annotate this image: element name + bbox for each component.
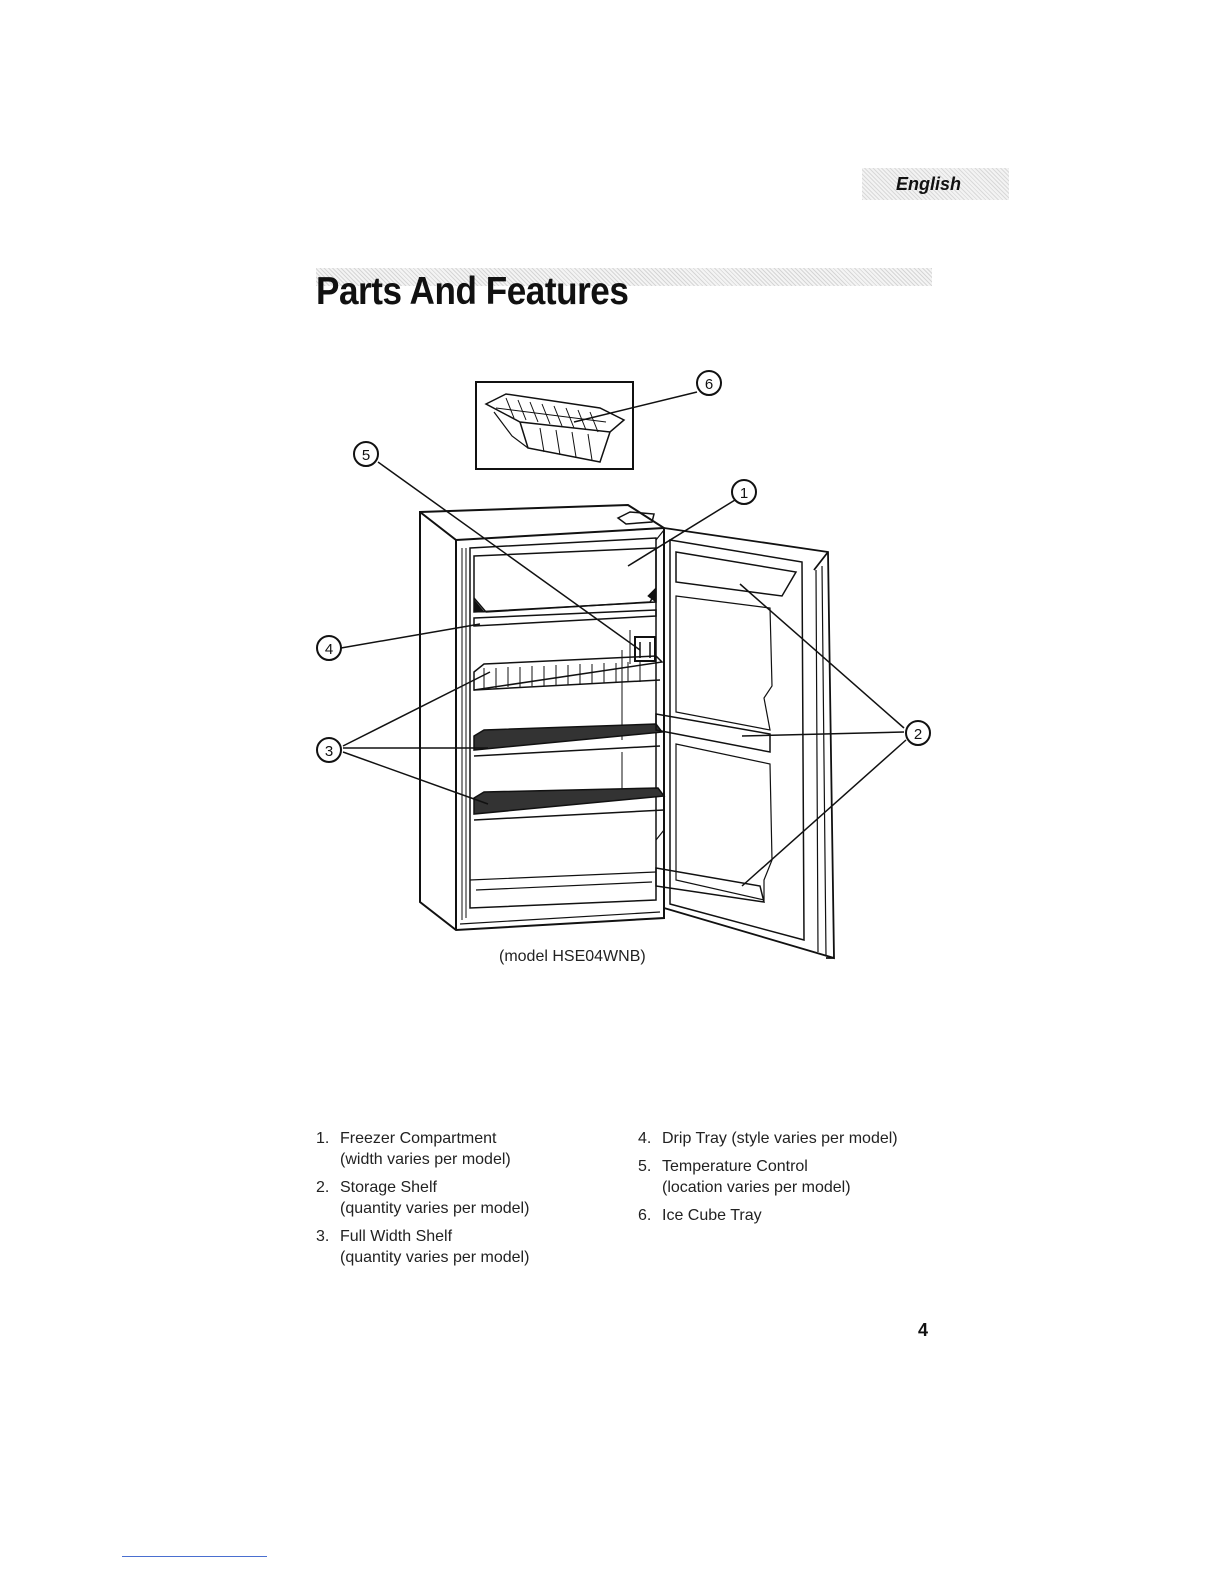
item-note: (location varies per model) bbox=[662, 1179, 851, 1196]
item-label: Storage Shelf bbox=[340, 1179, 437, 1196]
item-note: (width varies per model) bbox=[340, 1151, 511, 1168]
list-item: 2. Storage Shelf (quantity varies per mo… bbox=[316, 1177, 616, 1219]
page-number: 4 bbox=[918, 1320, 929, 1340]
language-tab: English bbox=[862, 168, 1009, 200]
list-item: 3. Full Width Shelf (quantity varies per… bbox=[316, 1226, 616, 1268]
callout-5: 5 bbox=[353, 441, 379, 467]
list-item: 5. Temperature Control (location varies … bbox=[638, 1156, 938, 1198]
parts-list-left: 1. Freezer Compartment (width varies per… bbox=[316, 1128, 616, 1275]
bottom-rule bbox=[122, 1556, 267, 1557]
item-note: (quantity varies per model) bbox=[340, 1249, 530, 1266]
door bbox=[655, 527, 835, 960]
title-band bbox=[316, 268, 932, 286]
item-label: Ice Cube Tray bbox=[662, 1207, 762, 1224]
figure-caption: (model HSE04WNB) bbox=[499, 948, 646, 965]
page-title: Parts And Features bbox=[316, 270, 629, 313]
callout-2-label: 2 bbox=[914, 726, 922, 743]
callout-2: 2 bbox=[905, 720, 931, 746]
item-number: 6. bbox=[638, 1207, 652, 1224]
item-number: 3. bbox=[316, 1228, 330, 1245]
list-item: 4. Drip Tray (style varies per model) bbox=[638, 1128, 938, 1149]
item-label: Full Width Shelf bbox=[340, 1228, 453, 1245]
list-item: 1. Freezer Compartment (width varies per… bbox=[316, 1128, 616, 1170]
cabinet bbox=[419, 503, 665, 932]
language-tab-label: English bbox=[895, 174, 961, 194]
callout-5-label: 5 bbox=[362, 447, 370, 464]
list-item: 6. Ice Cube Tray bbox=[638, 1205, 938, 1226]
callout-1: 1 bbox=[731, 479, 757, 505]
callout-6: 6 bbox=[696, 370, 722, 396]
item-number: 2. bbox=[316, 1179, 330, 1196]
callout-6-label: 6 bbox=[705, 376, 713, 393]
ice-cube-tray-inset bbox=[475, 381, 634, 470]
callout-3: 3 bbox=[316, 737, 342, 763]
callout-3-label: 3 bbox=[325, 743, 333, 760]
callout-4: 4 bbox=[316, 635, 342, 661]
item-number: 5. bbox=[638, 1158, 652, 1175]
item-label: Drip Tray (style varies per model) bbox=[662, 1130, 898, 1147]
parts-list-right: 4. Drip Tray (style varies per model) 5.… bbox=[638, 1128, 938, 1233]
refrigerator-diagram: 6 5 1 4 3 2 bbox=[316, 370, 931, 960]
item-label: Freezer Compartment bbox=[340, 1130, 497, 1147]
item-label: Temperature Control bbox=[662, 1158, 808, 1175]
item-number: 1. bbox=[316, 1130, 330, 1147]
wire-shelves bbox=[473, 655, 666, 821]
callout-4-label: 4 bbox=[325, 641, 333, 658]
item-number: 4. bbox=[638, 1130, 652, 1147]
callout-1-label: 1 bbox=[740, 485, 748, 502]
item-note: (quantity varies per model) bbox=[340, 1200, 530, 1217]
leader-lines bbox=[340, 391, 907, 887]
